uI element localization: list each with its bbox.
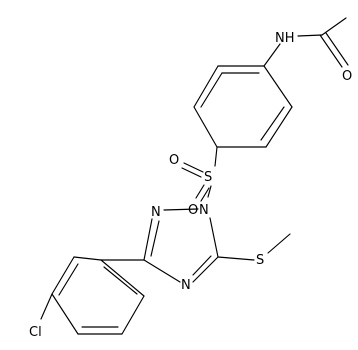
bond-ring2-f	[100, 259, 145, 297]
bond-ring1-e	[193, 65, 219, 108]
bond-c5-n1	[209, 217, 219, 258]
bond-c3-n4	[143, 259, 181, 283]
bond-ring2-e	[121, 295, 145, 335]
atom-labels: NH O S O O N N N S Cl	[29, 31, 352, 340]
bond-c5-s	[217, 256, 255, 261]
bond-ring-cl	[40, 293, 53, 320]
bond-carbonyl-n	[297, 34, 323, 37]
bond-s-o-bottom-2	[200, 187, 210, 202]
bonds	[40, 17, 349, 335]
bond-s-o-left-1	[183, 162, 204, 173]
bond-n4-c5-inner	[192, 255, 212, 276]
carbonyl-oxygen-label: O	[342, 69, 352, 84]
bond-ring2-inner-3	[103, 266, 138, 295]
bond-ring2-a	[73, 256, 102, 261]
triazole-n1-label: N	[199, 203, 209, 218]
thioether-sulfur-label: S	[256, 253, 264, 268]
amide-nitrogen-label: NH	[275, 31, 295, 46]
bond-ring2-b	[51, 256, 75, 295]
bond-n2-c3-outer	[143, 218, 153, 261]
sulfonyl-oxygen-left-label: O	[169, 153, 179, 168]
sulfonyl-oxygen-bottom-label: O	[188, 203, 198, 218]
bond-ring1-a	[263, 65, 293, 108]
bond-ring1-inner-1	[260, 106, 285, 141]
bond-n4-c5	[192, 256, 219, 283]
triazole-n4-label: N	[181, 278, 191, 293]
bond-ring-sulfonyl	[214, 146, 218, 167]
bond-ring1-d	[193, 106, 218, 148]
bond-n2-c3-inner	[150, 220, 160, 257]
triazole-n2-label: N	[151, 205, 161, 220]
bond-carbonyl-o-inner	[325, 32, 349, 66]
bond-n1-n2	[163, 208, 199, 211]
bond-s-methyl	[267, 233, 291, 254]
bond-s-o-bottom-1	[195, 184, 205, 199]
bond-carbonyl-o-outer	[319, 34, 343, 68]
bond-ring1-b	[265, 106, 293, 148]
bond-methyl-carbonyl	[321, 17, 347, 36]
bond-n-ring	[263, 43, 281, 67]
bond-s-o-left-2	[181, 167, 202, 178]
bond-s-n1	[207, 185, 212, 198]
sulfonyl-sulfur-label: S	[204, 170, 212, 185]
chlorine-label: Cl	[29, 325, 42, 340]
bond-ring1-inner-2	[200, 72, 223, 108]
bond-ring2-inner-1	[58, 263, 79, 296]
bond-ring2-c	[51, 293, 79, 335]
